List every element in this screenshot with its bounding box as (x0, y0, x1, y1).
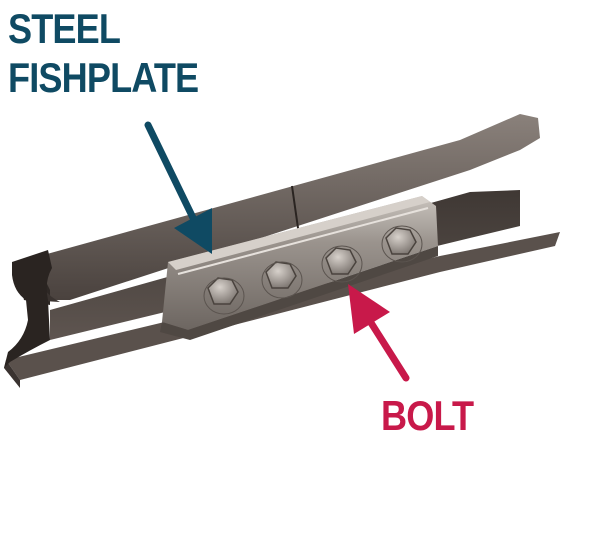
bolt-1 (203, 277, 245, 315)
fishplate-label-line1: STEEL (8, 5, 121, 52)
bolt-2 (261, 261, 303, 299)
bolts (203, 225, 423, 315)
bolt-3 (321, 245, 363, 283)
fishplate-arrow-icon (144, 121, 212, 254)
bolt-4 (381, 225, 423, 263)
rail-head (4, 114, 540, 368)
bolt-arrow-icon (348, 284, 410, 382)
fishplate-label-line2: FISHPLATE (8, 54, 199, 101)
bolt-label: BOLT (381, 392, 474, 439)
